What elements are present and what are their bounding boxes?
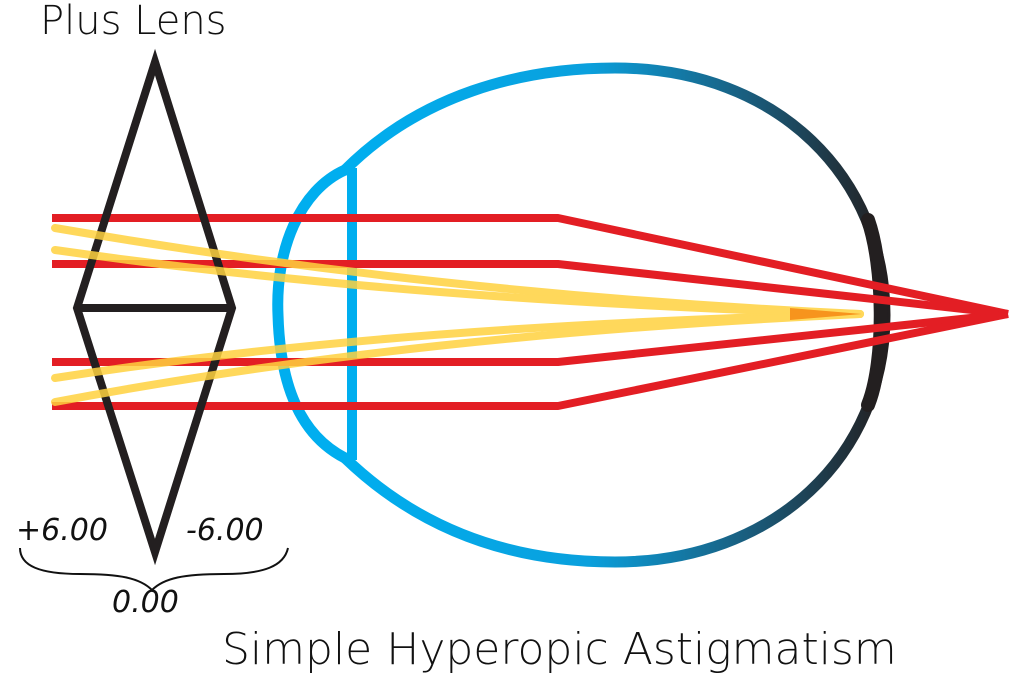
yellow-ray-4	[51, 310, 864, 406]
yellow-ray-1	[51, 224, 864, 318]
sum-brace	[19, 547, 289, 592]
retina-thick	[861, 213, 888, 412]
power-right: -6.00	[186, 513, 264, 548]
yellow-ray-2	[51, 246, 864, 318]
red-ray-3	[52, 310, 1009, 366]
diagram-caption: Simple Hyperopic Astigmatism	[222, 624, 897, 675]
red-ray-4	[52, 310, 1009, 410]
plus-lens	[72, 48, 237, 566]
power-left: +6.00	[16, 513, 108, 548]
yellow-rays	[51, 224, 864, 406]
cornea	[272, 164, 357, 464]
lens-title: Plus Lens	[40, 0, 227, 44]
red-ray-1	[52, 214, 1009, 318]
cornea-front	[272, 164, 351, 464]
power-sum: 0.00	[112, 585, 179, 620]
focus-point	[790, 308, 862, 320]
lens-outline	[72, 48, 237, 566]
eyeball	[339, 62, 891, 568]
